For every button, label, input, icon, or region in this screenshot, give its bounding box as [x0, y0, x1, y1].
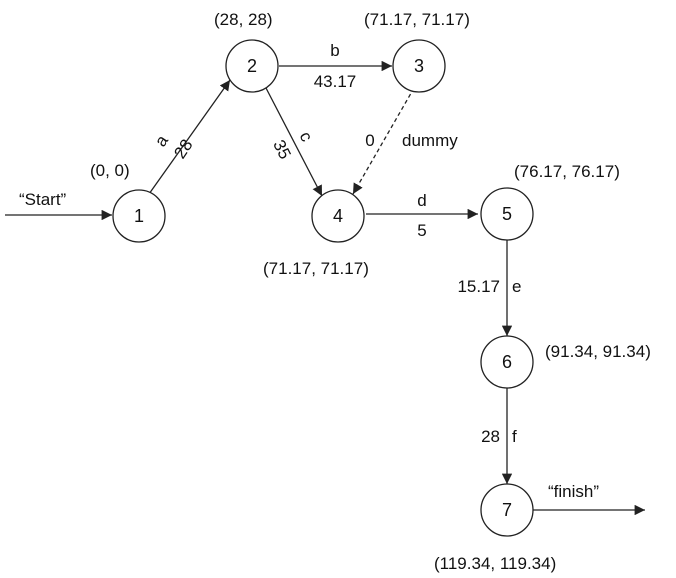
node-5: 5 — [480, 187, 534, 241]
node-1-label: 1 — [134, 206, 144, 226]
node-2: 2 — [225, 39, 279, 93]
edge-c-arrow — [265, 87, 323, 197]
node-3: 3 — [392, 39, 446, 93]
node-3-label: 3 — [414, 56, 424, 76]
node-2-times: (28, 28) — [214, 10, 273, 29]
edge-f-duration: 28 — [481, 427, 500, 446]
edge-b-duration: 43.17 — [314, 72, 357, 91]
finish-label: “finish” — [548, 482, 599, 501]
node-1: 1 — [112, 189, 166, 243]
node-4-times: (71.17, 71.17) — [263, 259, 369, 278]
node-6: 6 — [480, 335, 534, 389]
edge-e-activity: e — [512, 277, 521, 296]
node-5-label: 5 — [502, 204, 512, 224]
node-7-label: 7 — [502, 500, 512, 520]
node-4: 4 — [311, 189, 365, 243]
edge-d-duration: 5 — [417, 221, 426, 240]
start-label: “Start” — [19, 190, 67, 209]
edge-d-activity: d — [417, 191, 426, 210]
edge-dummy-activity: dummy — [402, 131, 458, 150]
edge-a-activity: a — [151, 131, 172, 150]
node-2-label: 2 — [247, 56, 257, 76]
edge-e-duration: 15.17 — [457, 277, 500, 296]
node-7: 7 — [480, 483, 534, 537]
node-4-label: 4 — [333, 206, 343, 226]
edge-dummy-arrow — [352, 87, 415, 195]
node-6-times: (91.34, 91.34) — [545, 342, 651, 361]
node-6-label: 6 — [502, 352, 512, 372]
node-1-times: (0, 0) — [90, 161, 130, 180]
node-5-times: (76.17, 76.17) — [514, 162, 620, 181]
edge-b-activity: b — [330, 41, 339, 60]
edge-c-activity: c — [296, 128, 317, 145]
node-7-times: (119.34, 119.34) — [434, 554, 556, 573]
edge-dummy-duration: 0 — [365, 131, 374, 150]
edge-f-activity: f — [512, 427, 517, 446]
edge-c-duration: 35 — [269, 137, 295, 162]
node-3-times: (71.17, 71.17) — [364, 10, 470, 29]
edge-a-arrow — [148, 79, 231, 195]
